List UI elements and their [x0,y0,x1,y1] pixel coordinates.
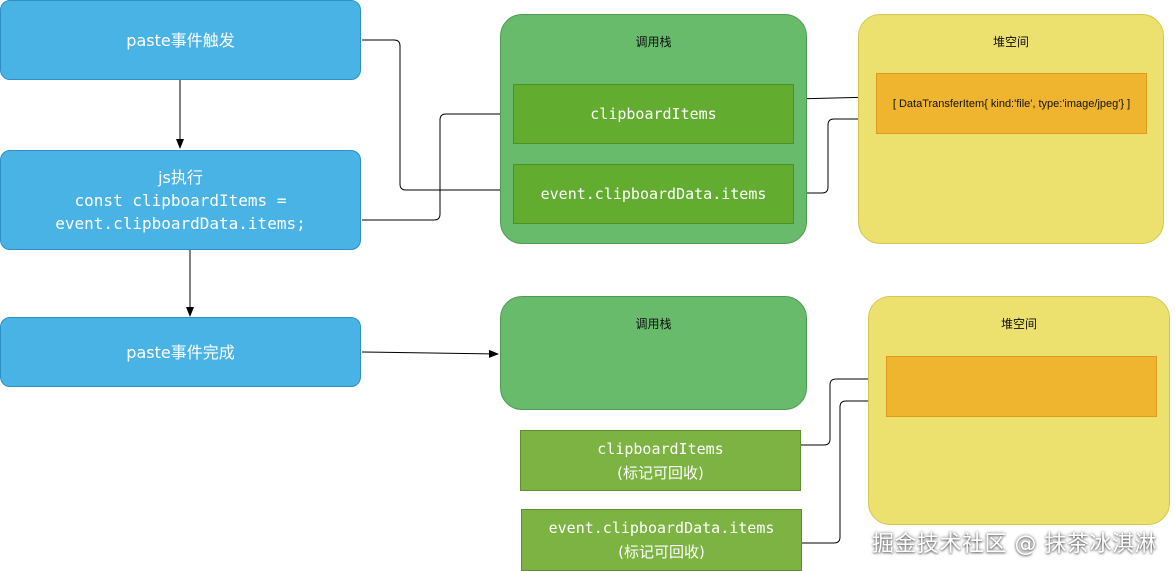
flow-js-execute-title: js执行 [158,167,203,187]
call-stack-title-bottom: 调用栈 [635,317,672,331]
call-stack-panel-bottom: 调用栈 [500,296,807,410]
stack-var-clipboarditems: clipboardItems [513,84,794,144]
marked-var-clipboarditems-label: clipboardItems [597,439,724,458]
heap-object-bottom [886,356,1157,417]
stack-var-eventdata-label: event.clipboardData.items [540,185,767,203]
flow-paste-triggered-label: paste事件触发 [126,30,235,50]
marked-var-eventdata: event.clipboardData.items (标记可回收) [521,509,802,571]
heap-object-top: [ DataTransferItem{ kind:'file', type:'i… [876,73,1147,134]
flow-paste-triggered: paste事件触发 [0,0,361,80]
stack-var-eventdata: event.clipboardData.items [513,164,794,224]
arrow-step3-to-stack [361,349,499,358]
marked-var-clipboarditems: clipboardItems (标记可回收) [520,430,801,491]
stack-var-clipboarditems-label: clipboardItems [590,105,717,123]
marked-var-eventdata-label: event.clipboardData.items [548,519,775,537]
heap-title-top: 堆空间 [992,35,1029,49]
arrow-step1-to-eventdata [362,39,512,194]
flow-paste-complete-label: paste事件完成 [126,342,235,362]
flow-js-code-line2: event.clipboardData.items; [55,213,306,233]
watermark: 掘金技术社区 @ 抹茶冰淇淋 [872,532,1157,557]
marked-var-eventdata-note: (标记可回收) [618,543,705,561]
heap-title-bottom: 堆空间 [1000,317,1037,331]
marked-var-clipboarditems-note: (标记可回收) [617,463,704,482]
call-stack-title-top: 调用栈 [635,35,672,49]
heap-object-top-label: [ DataTransferItem{ kind:'file', type:'i… [892,97,1131,110]
flow-js-code-line1: const clipboardItems = [74,190,287,210]
flow-paste-complete: paste事件完成 [0,317,361,387]
arrow-step2-to-clipboarditems [362,110,512,221]
flow-js-execute: js执行 const clipboardItems = event.clipbo… [0,150,361,250]
